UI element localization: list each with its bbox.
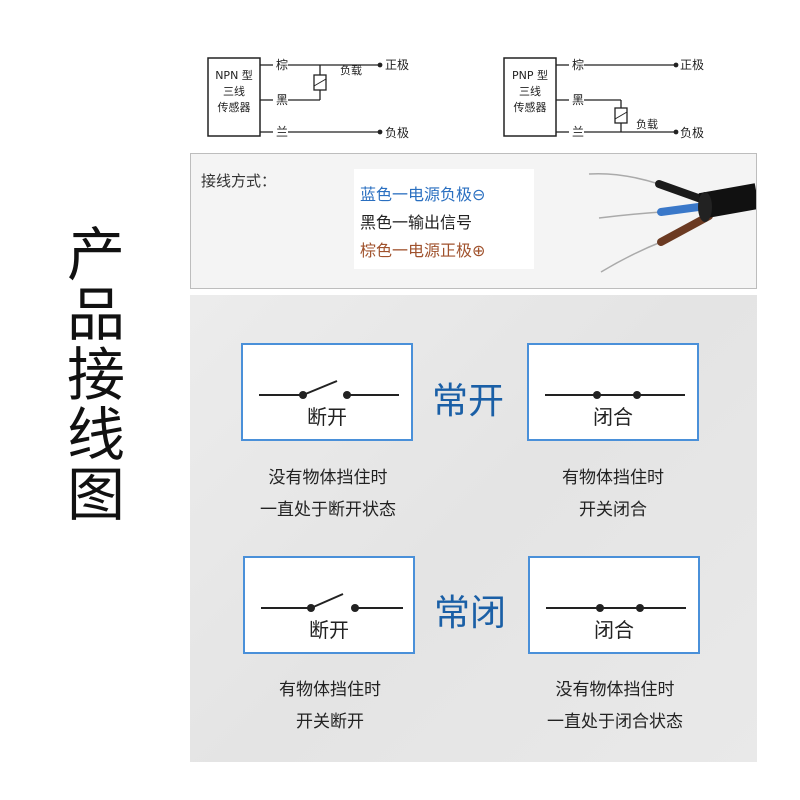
npn-positive-label: 正极 <box>385 58 410 72</box>
normally-open-title: 常开 <box>432 381 505 422</box>
nc-open-switch-box: 断开 <box>243 556 415 654</box>
no-closed-label: 闭合 <box>593 405 633 429</box>
nc-closed-switch-box: 闭合 <box>528 556 700 654</box>
no-closed-switch-box: 闭合 <box>527 343 699 441</box>
npn-name-line: NPN 型 <box>215 69 253 82</box>
pnp-name-line: 传感器 <box>513 101 547 114</box>
pnp-positive-label: 正极 <box>680 58 705 72</box>
description-line: 开关断开 <box>296 712 364 732</box>
nc-closed-description: 没有物体挡住时 一直处于闭合状态 <box>495 674 735 738</box>
open-switch-icon <box>261 593 403 612</box>
nc-closed-label: 闭合 <box>594 618 634 642</box>
page-title: 产 品 接 线 图 <box>60 225 132 525</box>
pnp-sensor-box <box>503 57 557 137</box>
npn-wire-blue: 兰 <box>276 125 289 139</box>
description-line: 一直处于断开状态 <box>260 500 396 520</box>
npn-wiring-diagram <box>207 57 383 137</box>
npn-name-line: 传感器 <box>217 101 251 114</box>
npn-negative-label: 负极 <box>385 126 410 140</box>
title-char: 接 <box>66 341 125 409</box>
pnp-wire-black: 黑 <box>572 93 585 107</box>
description-line: 有物体挡住时 <box>279 680 381 700</box>
nc-open-description: 有物体挡住时 开关断开 <box>210 674 450 738</box>
open-switch-icon <box>259 380 399 399</box>
description-line: 没有物体挡住时 <box>268 468 388 488</box>
wire-color-legend: 蓝色一电源负极⊖ 黑色一输出信号 棕色一电源正极⊕ <box>354 169 534 269</box>
description-line: 一直处于闭合状态 <box>547 712 683 732</box>
title-char: 图 <box>66 461 125 529</box>
npn-load-label: 负载 <box>340 64 362 77</box>
title-char: 产 <box>66 221 125 289</box>
pnp-sensor-name: PNP 型 三线 传感器 <box>504 68 556 116</box>
cable-illustration <box>588 172 756 273</box>
no-closed-description: 有物体挡住时 开关闭合 <box>493 462 733 526</box>
legend-black-wire: 黑色一输出信号 <box>360 213 473 232</box>
no-open-label: 断开 <box>307 405 347 429</box>
closed-switch-icon <box>546 604 686 612</box>
npn-sensor-box <box>207 57 261 137</box>
pnp-load-label: 负载 <box>636 118 658 131</box>
npn-sensor-name: NPN 型 三线 传感器 <box>208 68 260 116</box>
pnp-wire-blue: 兰 <box>572 125 585 139</box>
pnp-name-line: PNP 型 <box>512 69 548 82</box>
closed-switch-icon <box>545 391 685 399</box>
no-open-description: 没有物体挡住时 一直处于断开状态 <box>208 462 448 526</box>
description-line: 开关闭合 <box>579 500 647 520</box>
normally-closed-title: 常闭 <box>434 593 507 634</box>
wiring-method-title: 接线方式： <box>201 172 277 190</box>
legend-blue-wire: 蓝色一电源负极⊖ <box>360 185 486 204</box>
title-char: 线 <box>66 401 125 469</box>
pnp-name-line: 三线 <box>519 85 541 98</box>
wiring-method-panel: 接线方式： 蓝色一电源负极⊖ 黑色一输出信号 棕色一电源正极⊕ <box>190 153 757 289</box>
description-line: 没有物体挡住时 <box>555 680 675 700</box>
no-open-switch-box: 断开 <box>241 343 413 441</box>
nc-open-label: 断开 <box>309 618 349 642</box>
pnp-wire-brown: 棕 <box>572 58 585 72</box>
legend-brown-wire: 棕色一电源正极⊕ <box>360 241 486 260</box>
description-line: 有物体挡住时 <box>562 468 664 488</box>
pnp-wiring-diagram <box>503 57 679 137</box>
title-char: 品 <box>66 281 125 349</box>
pnp-negative-label: 负极 <box>680 126 705 140</box>
npn-wire-brown: 棕 <box>276 58 289 72</box>
npn-wire-black: 黑 <box>276 93 289 107</box>
npn-name-line: 三线 <box>223 85 245 98</box>
